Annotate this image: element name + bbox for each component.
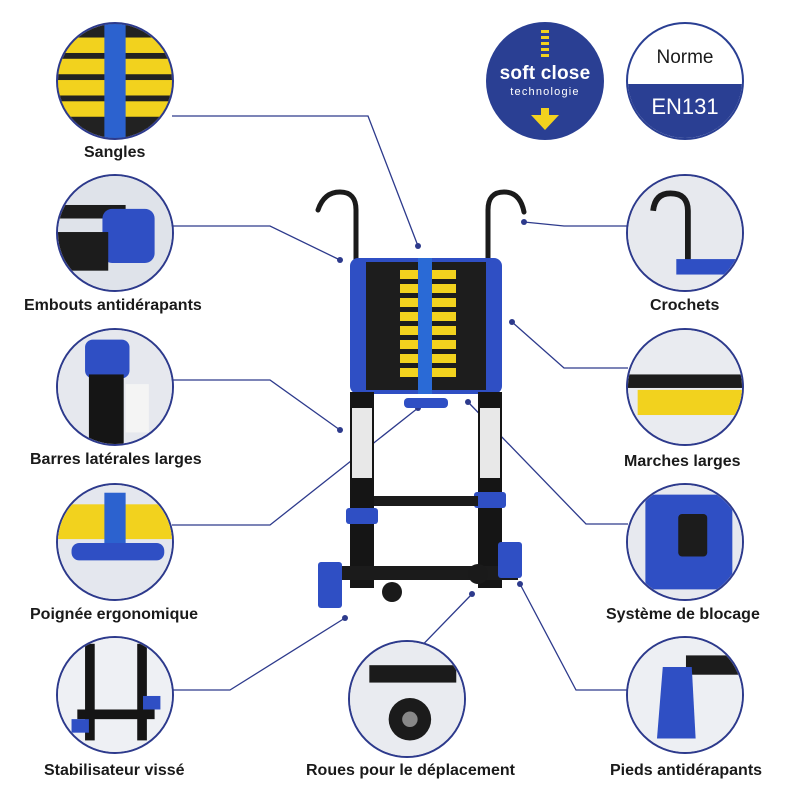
norme-value: EN131: [628, 84, 742, 138]
poignee-label: Poignée ergonomique: [30, 606, 199, 623]
poignee-detail: [56, 483, 174, 601]
marches-detail: [626, 328, 744, 446]
soft-close-subtitle: technologie: [510, 86, 580, 98]
crochets-detail: [626, 174, 744, 292]
blocage-label: Système de blocage: [606, 606, 760, 623]
norme-badge: Norme EN131: [626, 22, 744, 140]
embouts-label: Embouts antidérapants: [24, 297, 202, 314]
barres-detail: [56, 328, 174, 446]
barres-label: Barres latérales larges: [30, 451, 202, 468]
soft-close-title: soft close: [499, 63, 591, 84]
pieds-detail: [626, 636, 744, 754]
embouts-detail: [56, 174, 174, 292]
roues-detail: [348, 640, 466, 758]
blocage-detail: [626, 483, 744, 601]
pieds-label: Pieds antidérapants: [610, 762, 763, 779]
marches-label: Marches larges: [624, 453, 741, 470]
sangles-detail: [56, 22, 174, 140]
roues-label: Roues pour le déplacement: [306, 762, 515, 779]
norme-label: Norme: [656, 47, 714, 68]
stabilisateur-label: Stabilisateur vissé: [44, 762, 185, 779]
arrow-down-icon: [531, 30, 559, 130]
crochets-label: Crochets: [650, 297, 720, 314]
stabilisateur-detail: [56, 636, 174, 754]
soft-close-badge: soft close technologie: [486, 22, 604, 140]
sangles-label: Sangles: [84, 144, 146, 161]
